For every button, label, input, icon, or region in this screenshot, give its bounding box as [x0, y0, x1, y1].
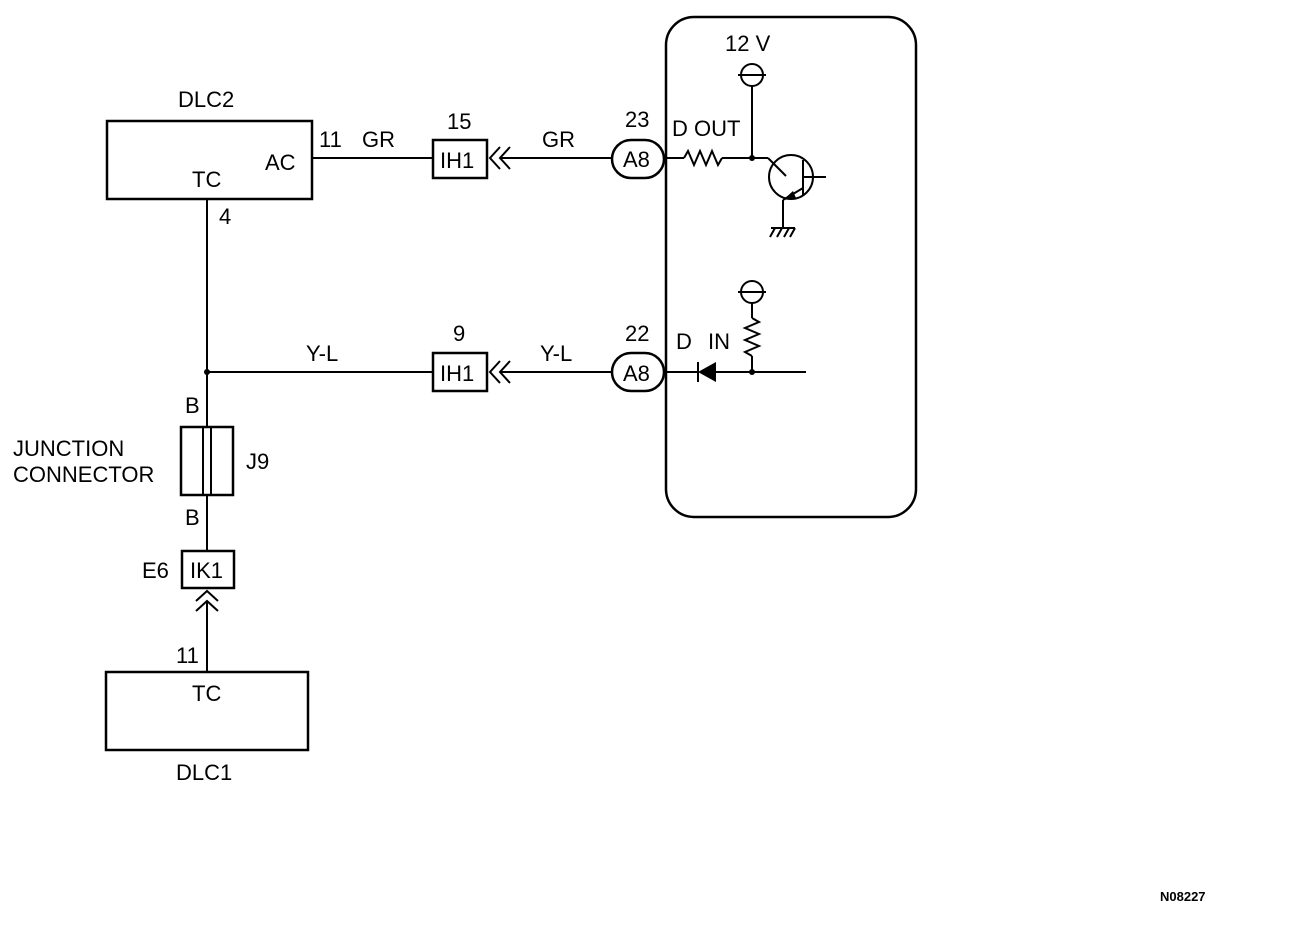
a8-top-label: A8 [623, 147, 650, 172]
dlc2-title: DLC2 [178, 87, 234, 112]
ik1-box [180, 549, 236, 590]
dout-junction-dot [749, 155, 755, 161]
a8-bottom-pin: 22 [625, 321, 649, 346]
dlc1-tc-label: TC [192, 681, 221, 706]
junction-label-line1: JUNCTION [13, 436, 124, 461]
junction-connector-box [179, 425, 235, 497]
din-in-label: IN [708, 329, 730, 354]
wire-gr-left-label: GR [362, 127, 395, 152]
wire-b-upper-label: B [185, 393, 200, 418]
dout-label: D OUT [672, 116, 740, 141]
transistor-base [767, 157, 787, 177]
wire-gr-right-label: GR [542, 127, 575, 152]
diode-icon [698, 362, 716, 382]
transistor-arrow-icon [783, 191, 796, 200]
ih1-bottom-box [431, 351, 489, 393]
ih1-bottom-label: IH1 [440, 361, 474, 386]
ih1-bottom-pin: 9 [453, 321, 465, 346]
figure-code: N08227 [1160, 889, 1206, 904]
ground-icon [769, 227, 796, 238]
dlc2-ac-pin: 11 [319, 127, 342, 152]
wire-yl-left-label: Y-L [306, 341, 338, 366]
ih1-top-box [431, 138, 489, 180]
dlc1-box [104, 670, 310, 752]
a8-bottom-label: A8 [623, 361, 650, 386]
dout-resistor-icon [683, 148, 723, 168]
a8-top-pin: 23 [625, 107, 649, 132]
supply-voltage-label: 12 V [725, 31, 771, 56]
ih1-top-label: IH1 [440, 148, 474, 173]
dlc2-tc-label: TC [192, 167, 221, 192]
ih1-top-pin: 15 [447, 109, 471, 134]
ecu-box [664, 15, 918, 519]
dlc2-tc-pin: 4 [219, 204, 231, 229]
wire-yl-right-label: Y-L [540, 341, 572, 366]
pullup-resistor-icon [742, 317, 762, 357]
junction-label-line2: CONNECTOR [13, 462, 154, 487]
ik1-id: E6 [142, 558, 169, 583]
din-d-label: D [676, 329, 692, 354]
dlc1-title: DLC1 [176, 760, 232, 785]
dlc2-box [105, 119, 314, 201]
junction-id: J9 [246, 449, 269, 474]
dlc1-tc-pin: 11 [176, 643, 199, 668]
ik1-label: IK1 [190, 558, 223, 583]
wire-b-lower-label: B [185, 505, 200, 530]
dlc2-ac-label: AC [265, 150, 296, 175]
